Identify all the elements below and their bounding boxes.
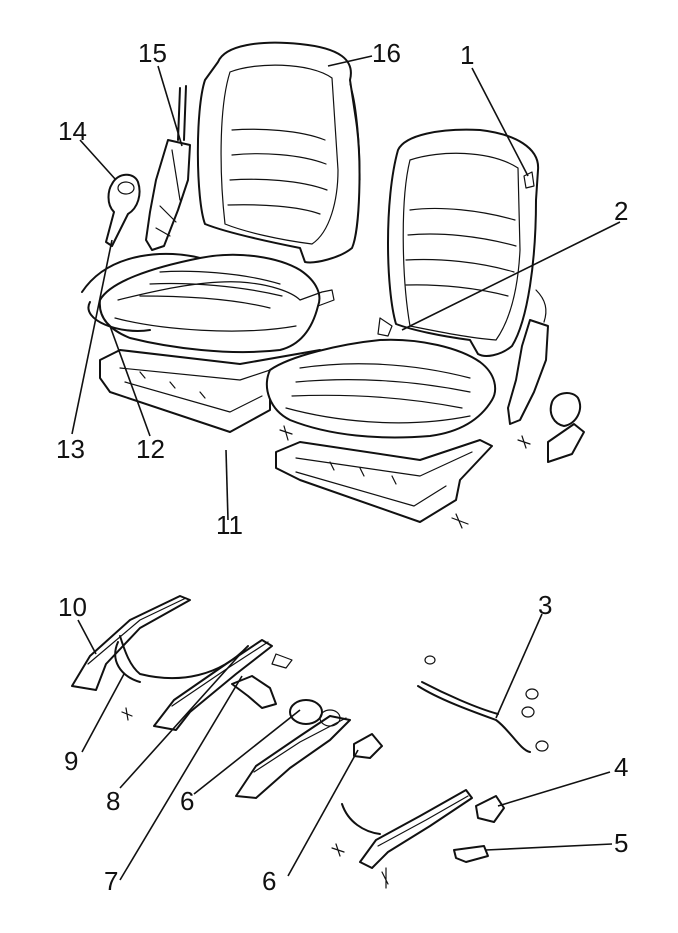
callout-4: 4 — [614, 752, 628, 782]
leader-lines — [71, 55, 621, 881]
left-seat-cushion — [98, 253, 321, 354]
connector-5 — [453, 845, 489, 863]
callout-10: 10 — [58, 592, 87, 622]
seat-switch-4 — [475, 795, 505, 823]
callout-13: 13 — [56, 434, 85, 464]
callout-9: 9 — [64, 746, 78, 776]
cable-3 — [417, 685, 531, 753]
right-recliner-cover — [549, 392, 582, 427]
right-seat-back — [387, 128, 540, 357]
callout-1: 1 — [460, 40, 474, 70]
callout-16: 16 — [372, 38, 401, 68]
callout-11: 11 — [216, 510, 243, 540]
right-seat-pan — [275, 439, 493, 523]
callout-2: 2 — [614, 196, 628, 226]
right-recliner-plate — [507, 319, 549, 425]
callout-7: 7 — [104, 866, 118, 896]
callout-5: 5 — [614, 828, 628, 858]
right-seat-cushion — [265, 338, 497, 439]
seat-adjuster-track-10 — [71, 595, 191, 691]
callout-labels: 1 2 3 4 5 6 6 7 8 9 10 11 12 13 14 15 16 — [56, 38, 628, 896]
right-recliner-knob — [547, 423, 585, 463]
recliner-side-panel — [145, 139, 191, 251]
callout-14: 14 — [58, 116, 87, 146]
lock-lever-7 — [231, 675, 277, 709]
left-seat-back — [196, 41, 361, 264]
right-seat-assembly — [265, 128, 585, 529]
callout-8: 8 — [106, 786, 120, 816]
seat-track-6b — [353, 733, 383, 759]
callout-6a: 6 — [180, 786, 194, 816]
callout-15: 15 — [138, 38, 167, 68]
callout-3: 3 — [538, 590, 552, 620]
callout-12: 12 — [136, 434, 165, 464]
callout-6b: 6 — [262, 866, 276, 896]
seat-adjuster-motor-6 — [235, 715, 351, 799]
recliner-handle — [105, 173, 141, 247]
lower-components — [71, 595, 549, 889]
motor-6 — [289, 699, 323, 725]
